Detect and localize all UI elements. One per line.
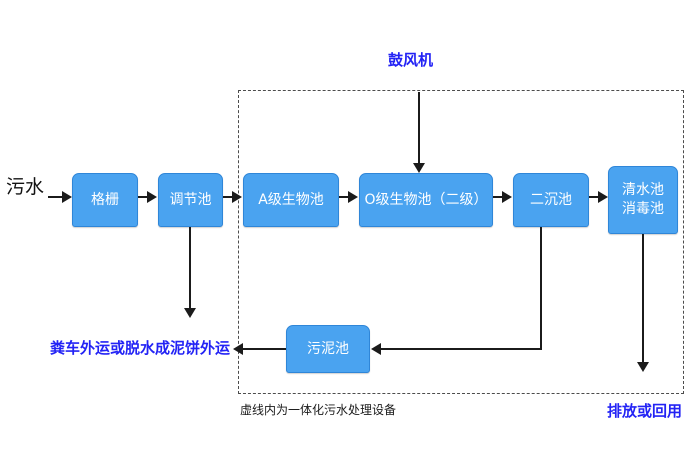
connector-secondary-to-clearwater	[589, 196, 601, 198]
connector-sludge-to-disposal-line	[243, 348, 286, 350]
process-box-grille-label: 格栅	[91, 191, 119, 208]
process-box-regulating-tank-label: 调节池	[169, 191, 212, 208]
effluent-label: 排放或回用	[607, 402, 683, 420]
blower-feed-line	[418, 92, 420, 165]
connector-grille-to-regulating-arrowhead	[147, 191, 157, 203]
process-box-secondary-clarifier[interactable]: 二沉池	[513, 173, 589, 227]
connector-regulating-to-a-stage	[223, 196, 235, 198]
connector-sludge-to-disposal-arrowhead	[233, 343, 243, 355]
process-box-a-stage-bio-tank-label: A级生物池	[258, 191, 324, 208]
process-box-o-stage-bio-tank-label: O级生物池（二级）	[364, 191, 488, 208]
process-box-sludge-tank[interactable]: 污泥池	[286, 325, 370, 373]
connector-o-stage-to-secondary-arrowhead	[502, 191, 512, 203]
connector-o-stage-to-secondary	[493, 196, 505, 198]
process-box-a-stage-bio-tank[interactable]: A级生物池	[243, 173, 339, 227]
connector-secondary-to-clearwater-arrowhead	[598, 191, 608, 203]
process-box-grille[interactable]: 格栅	[72, 173, 138, 227]
process-box-disinfection-label: 消毒池	[622, 201, 664, 217]
process-box-secondary-clarifier-label: 二沉池	[530, 191, 572, 208]
process-box-clearwater-disinfection-tank[interactable]: 清水池 消毒池	[608, 166, 678, 234]
connector-clearwater-to-effluent-arrowhead	[637, 362, 649, 372]
connector-inlet-to-grille	[48, 196, 64, 198]
connector-a-stage-to-o-stage-arrowhead	[348, 191, 358, 203]
sludge-disposal-label: 粪车外运或脱水成泥饼外运	[50, 339, 231, 357]
integrated-equipment-enclosure	[238, 90, 684, 394]
inlet-label: 污水	[6, 176, 45, 198]
connector-a-stage-to-o-stage	[339, 196, 351, 198]
connector-secondary-to-sludge-horizontal	[381, 348, 542, 350]
connector-regulating-to-a-stage-arrowhead	[232, 191, 242, 203]
process-box-regulating-tank[interactable]: 调节池	[158, 173, 223, 227]
process-box-sludge-tank-label: 污泥池	[307, 340, 349, 357]
connector-grille-to-regulating	[138, 196, 150, 198]
connector-clearwater-to-effluent-line	[642, 234, 644, 364]
connector-secondary-to-sludge-vertical	[540, 227, 542, 350]
process-box-clearwater-label: 清水池	[622, 182, 664, 199]
blower-feed-arrowhead	[413, 163, 425, 173]
connector-inlet-to-grille-arrowhead	[62, 191, 72, 203]
blower-label: 鼓风机	[388, 51, 434, 69]
process-box-o-stage-bio-tank[interactable]: O级生物池（二级）	[359, 173, 493, 227]
connector-secondary-to-sludge-arrowhead	[371, 343, 381, 355]
connector-regulating-to-disposal-line	[189, 227, 191, 310]
connector-regulating-to-disposal-arrowhead	[184, 308, 196, 318]
enclosure-caption: 虚线内为一体化污水处理设备	[240, 403, 397, 417]
